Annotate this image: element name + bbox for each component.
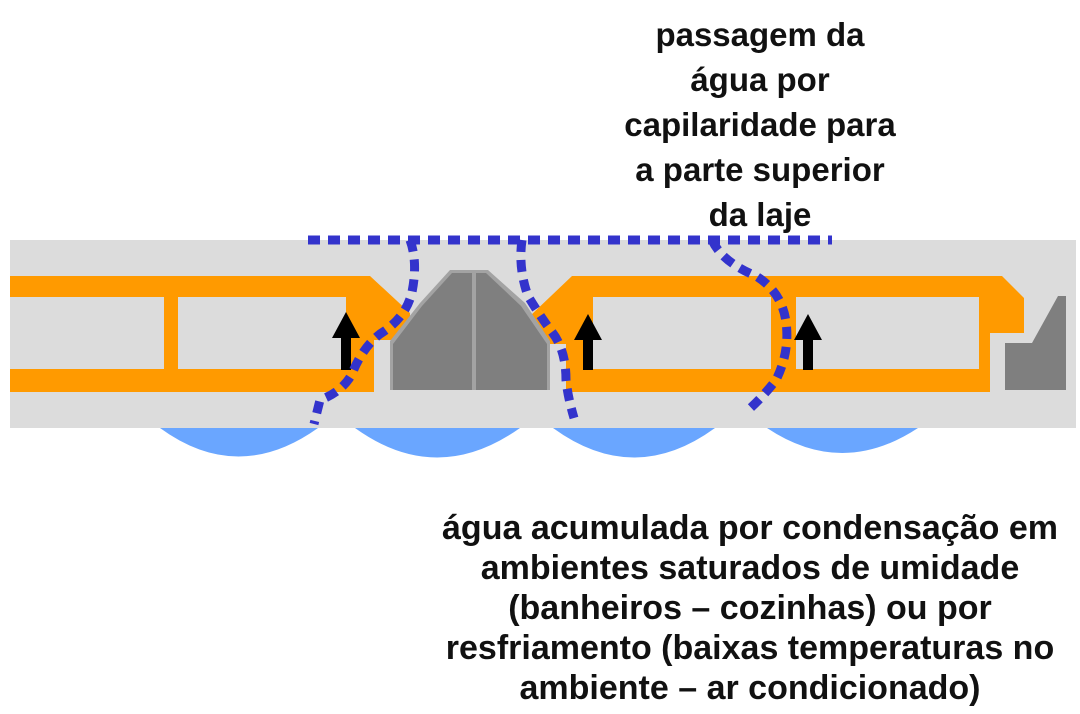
water-drop — [767, 428, 918, 453]
label-line: capilaridade para — [624, 106, 896, 143]
block-cavity — [178, 297, 346, 369]
upward-arrows — [332, 312, 822, 370]
water-drops — [160, 428, 918, 458]
label-line: da laje — [708, 196, 812, 233]
block-cavity — [593, 297, 771, 369]
beam — [393, 273, 472, 390]
label-line: água acumulada por condensação em — [442, 509, 1058, 547]
label-line: água por — [690, 61, 830, 98]
arrow-up-icon — [574, 314, 602, 370]
hollow-block-left — [10, 276, 410, 392]
block-cavity — [10, 297, 164, 369]
label-line: passagem da — [655, 16, 865, 53]
arrow-up-icon — [794, 314, 822, 370]
label-line: ambientes saturados de umidade — [480, 549, 1020, 587]
capillary-passage-label: passagem da água por capilaridade para a… — [560, 12, 960, 237]
label-line: (banheiros – cozinhas) ou por — [508, 589, 992, 627]
label-line: ambiente – ar condicionado) — [519, 669, 981, 707]
condensation-water-label: água acumulada por condensação em ambien… — [425, 508, 1075, 708]
beam-right-partial — [1005, 296, 1066, 390]
capillary-path-left — [309, 238, 420, 426]
water-drop — [553, 428, 715, 458]
water-drop — [355, 428, 520, 458]
capillary-path-right — [707, 237, 792, 416]
beam — [476, 273, 547, 390]
arrow-up-icon — [332, 312, 360, 370]
beam-center — [390, 270, 550, 390]
hollow-block-middle — [530, 276, 790, 392]
label-line: a parte superior — [635, 151, 885, 188]
beam — [1005, 296, 1066, 390]
hollow-block-right — [790, 276, 1024, 392]
label-line: resfriamento (baixas temperaturas no — [445, 629, 1055, 667]
capillary-path-middle — [516, 239, 579, 420]
block-cavity — [796, 297, 979, 369]
water-drop — [160, 428, 318, 457]
capillary-path — [308, 235, 832, 426]
